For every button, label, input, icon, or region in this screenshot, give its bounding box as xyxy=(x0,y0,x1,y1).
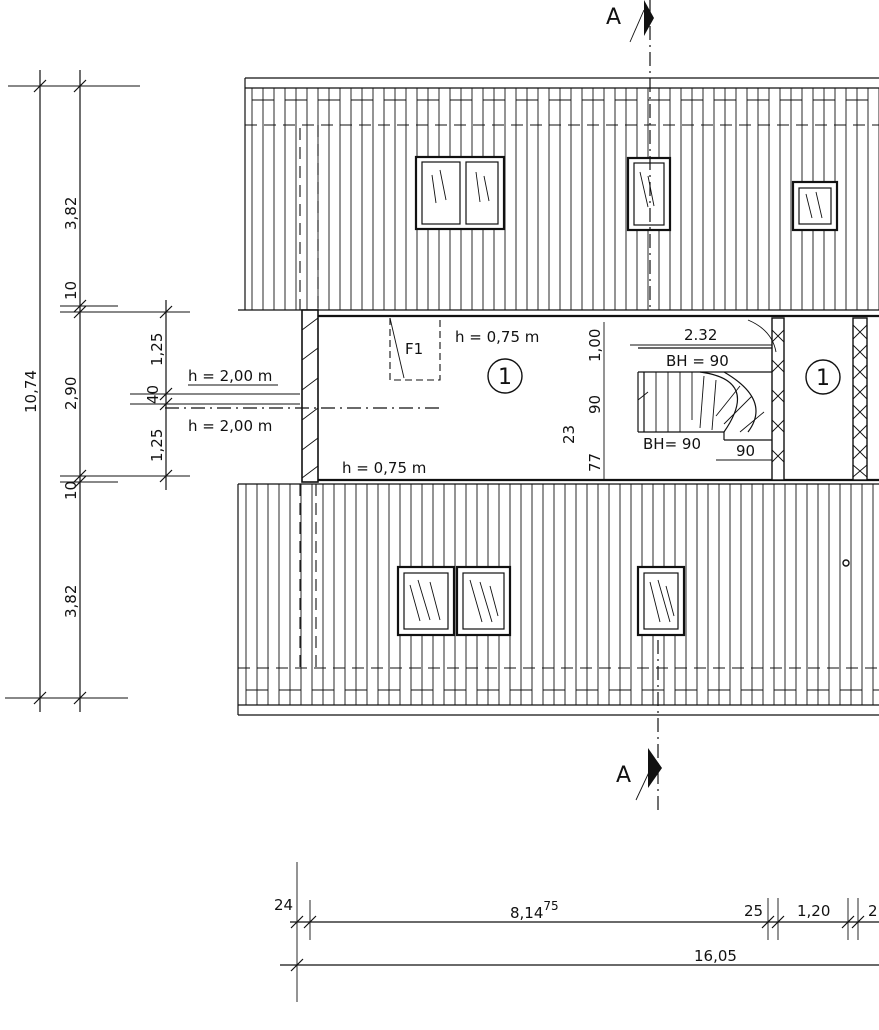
staircase xyxy=(630,319,777,441)
dim-total-height: 10,74 xyxy=(22,370,40,413)
section-marker-top: A xyxy=(606,5,621,30)
roof-window-top-right xyxy=(791,180,839,232)
stair-bh-top: BH = 90 xyxy=(666,352,729,370)
roof-bottom-hatching xyxy=(245,484,879,705)
dim-roof-top: 3,82 xyxy=(62,197,80,230)
room-number-left: 1 xyxy=(498,365,512,390)
stair-bh-bottom: BH= 90 xyxy=(643,435,701,453)
height-label-upper: h = 2,00 m xyxy=(188,367,272,385)
dim-lower-part: 1,25 xyxy=(148,429,166,462)
stair-dim-100: 1,00 xyxy=(586,329,604,362)
stair-dim-77: 77 xyxy=(586,453,604,472)
room-number-right-circle xyxy=(805,359,841,395)
roof-window-top-middle xyxy=(626,156,672,232)
room-number-left-circle xyxy=(487,358,523,394)
stair-dim-90: 90 xyxy=(586,395,604,414)
section-marker-bottom: A xyxy=(616,763,631,788)
roof-window-top-left-pair xyxy=(414,155,506,231)
dim-opening: 1,20 xyxy=(797,902,830,920)
window-code-label: F1 xyxy=(405,340,423,358)
height-label-top-room: h = 0,75 m xyxy=(455,328,539,346)
roof-bottom xyxy=(237,483,879,716)
dim-total-length: 16,05 xyxy=(694,947,737,965)
roof-top-hatching xyxy=(251,88,879,310)
attic-rooms xyxy=(165,309,879,483)
dim-wall-mid: 25 xyxy=(744,902,763,920)
dim-eave-top: 10 xyxy=(62,281,80,300)
section-line xyxy=(629,0,662,815)
left-dimension-chain xyxy=(5,70,300,712)
height-label-bottom-room: h = 0,75 m xyxy=(342,459,426,477)
roof-window-bottom-middle xyxy=(636,565,686,637)
bottom-dimension-chain xyxy=(280,862,879,1002)
roof-window-bottom-left-pair xyxy=(396,565,512,637)
stair-dim-90-bottom: 90 xyxy=(736,442,755,460)
dim-middle: 2,90 xyxy=(62,377,80,410)
dim-upper-part: 1,25 xyxy=(148,333,166,366)
stair-dim-23: 23 xyxy=(560,425,578,444)
height-label-lower: h = 2,00 m xyxy=(188,417,272,435)
dim-main-length: 8,1475 xyxy=(510,899,559,922)
dim-partial: 2 xyxy=(868,902,878,920)
room-number-right: 1 xyxy=(816,366,830,391)
dim-eave-bottom: 10 xyxy=(62,481,80,500)
dim-center-part: 40 xyxy=(144,385,162,404)
roof-top xyxy=(238,77,879,311)
dim-wall-left: 24 xyxy=(274,896,293,914)
dim-roof-bottom: 3,82 xyxy=(62,585,80,618)
stair-width: 2.32 xyxy=(684,326,717,344)
